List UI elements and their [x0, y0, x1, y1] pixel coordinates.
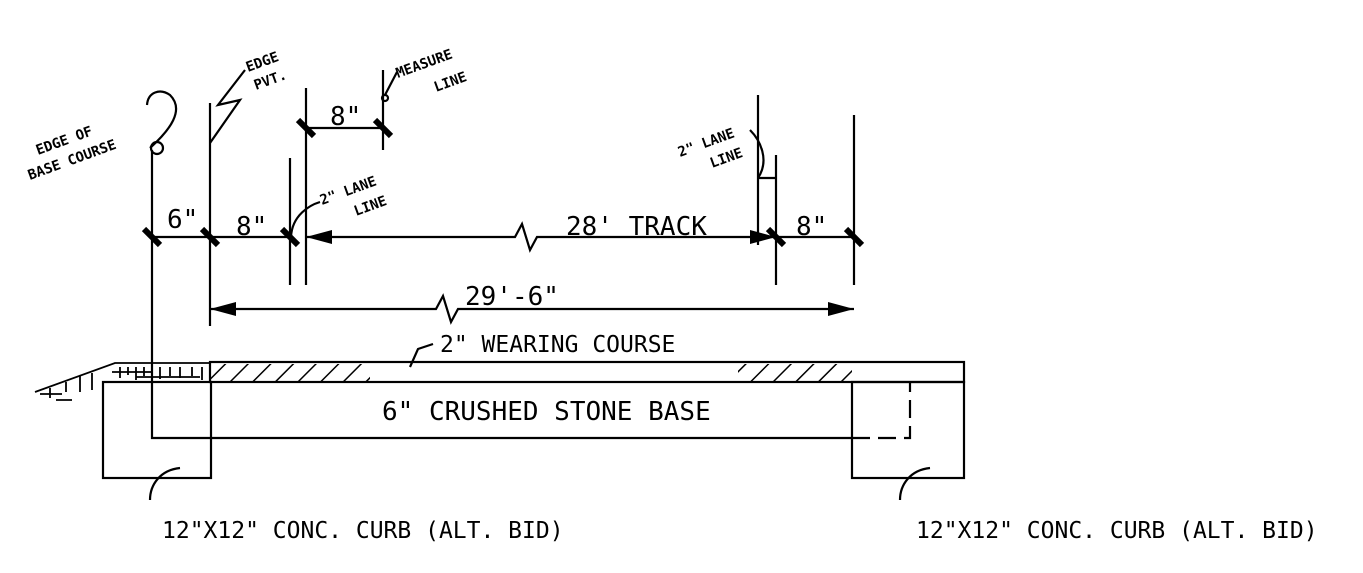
dim-label-8in-right: 8" [796, 212, 827, 242]
leader-curb-right [898, 466, 931, 501]
label-lane-left-2: LINE [352, 193, 389, 220]
label-measure-2: LINE [432, 69, 469, 96]
dim-label-track: 28' TRACK [566, 212, 707, 242]
label-wearing-course: 2" WEARING COURSE [440, 332, 675, 358]
curb-left [101, 380, 213, 480]
base-dashed-end [852, 382, 912, 440]
leader-wearing [408, 342, 434, 368]
dimension-ticks [141, 117, 865, 248]
leader-lane-right [749, 129, 765, 179]
leader-curb-left [148, 466, 181, 501]
arrowheads [210, 230, 854, 316]
dim-line-track [306, 221, 776, 253]
label-crushed-stone: 6" CRUSHED STONE BASE [382, 397, 711, 427]
label-curb-right: 12"X12" CONC. CURB (ALT. BID) [916, 518, 1318, 544]
label-lane-right-2: LINE [708, 145, 745, 172]
crushed-stone-base [150, 382, 852, 440]
dim-label-overall: 29'-6" [465, 282, 559, 312]
leader-measure [384, 71, 398, 96]
dim-line-overall [210, 293, 854, 325]
leader-edge-pvt [209, 69, 246, 144]
curb-right [850, 380, 966, 480]
leader-edge-base [145, 90, 178, 149]
wearing-course-hatch-right [738, 364, 852, 381]
leader-edge-base-dot [149, 140, 165, 156]
leader-measure-dot [380, 93, 390, 103]
wearing-course-hatch-left [210, 364, 370, 381]
ground-hatch [34, 362, 210, 401]
dimension-labels: 6" 8" 8" 28' TRACK 8" 29'-6" [167, 102, 827, 312]
dim-label-6in: 6" [167, 205, 198, 235]
leader-lane-left [289, 200, 321, 238]
section-labels: 2" WEARING COURSE 6" CRUSHED STONE BASE … [162, 332, 1318, 544]
label-curb-left: 12"X12" CONC. CURB (ALT. BID) [162, 518, 564, 544]
dim-label-8in-left: 8" [236, 212, 267, 242]
dim-label-8in-top: 8" [330, 102, 361, 132]
